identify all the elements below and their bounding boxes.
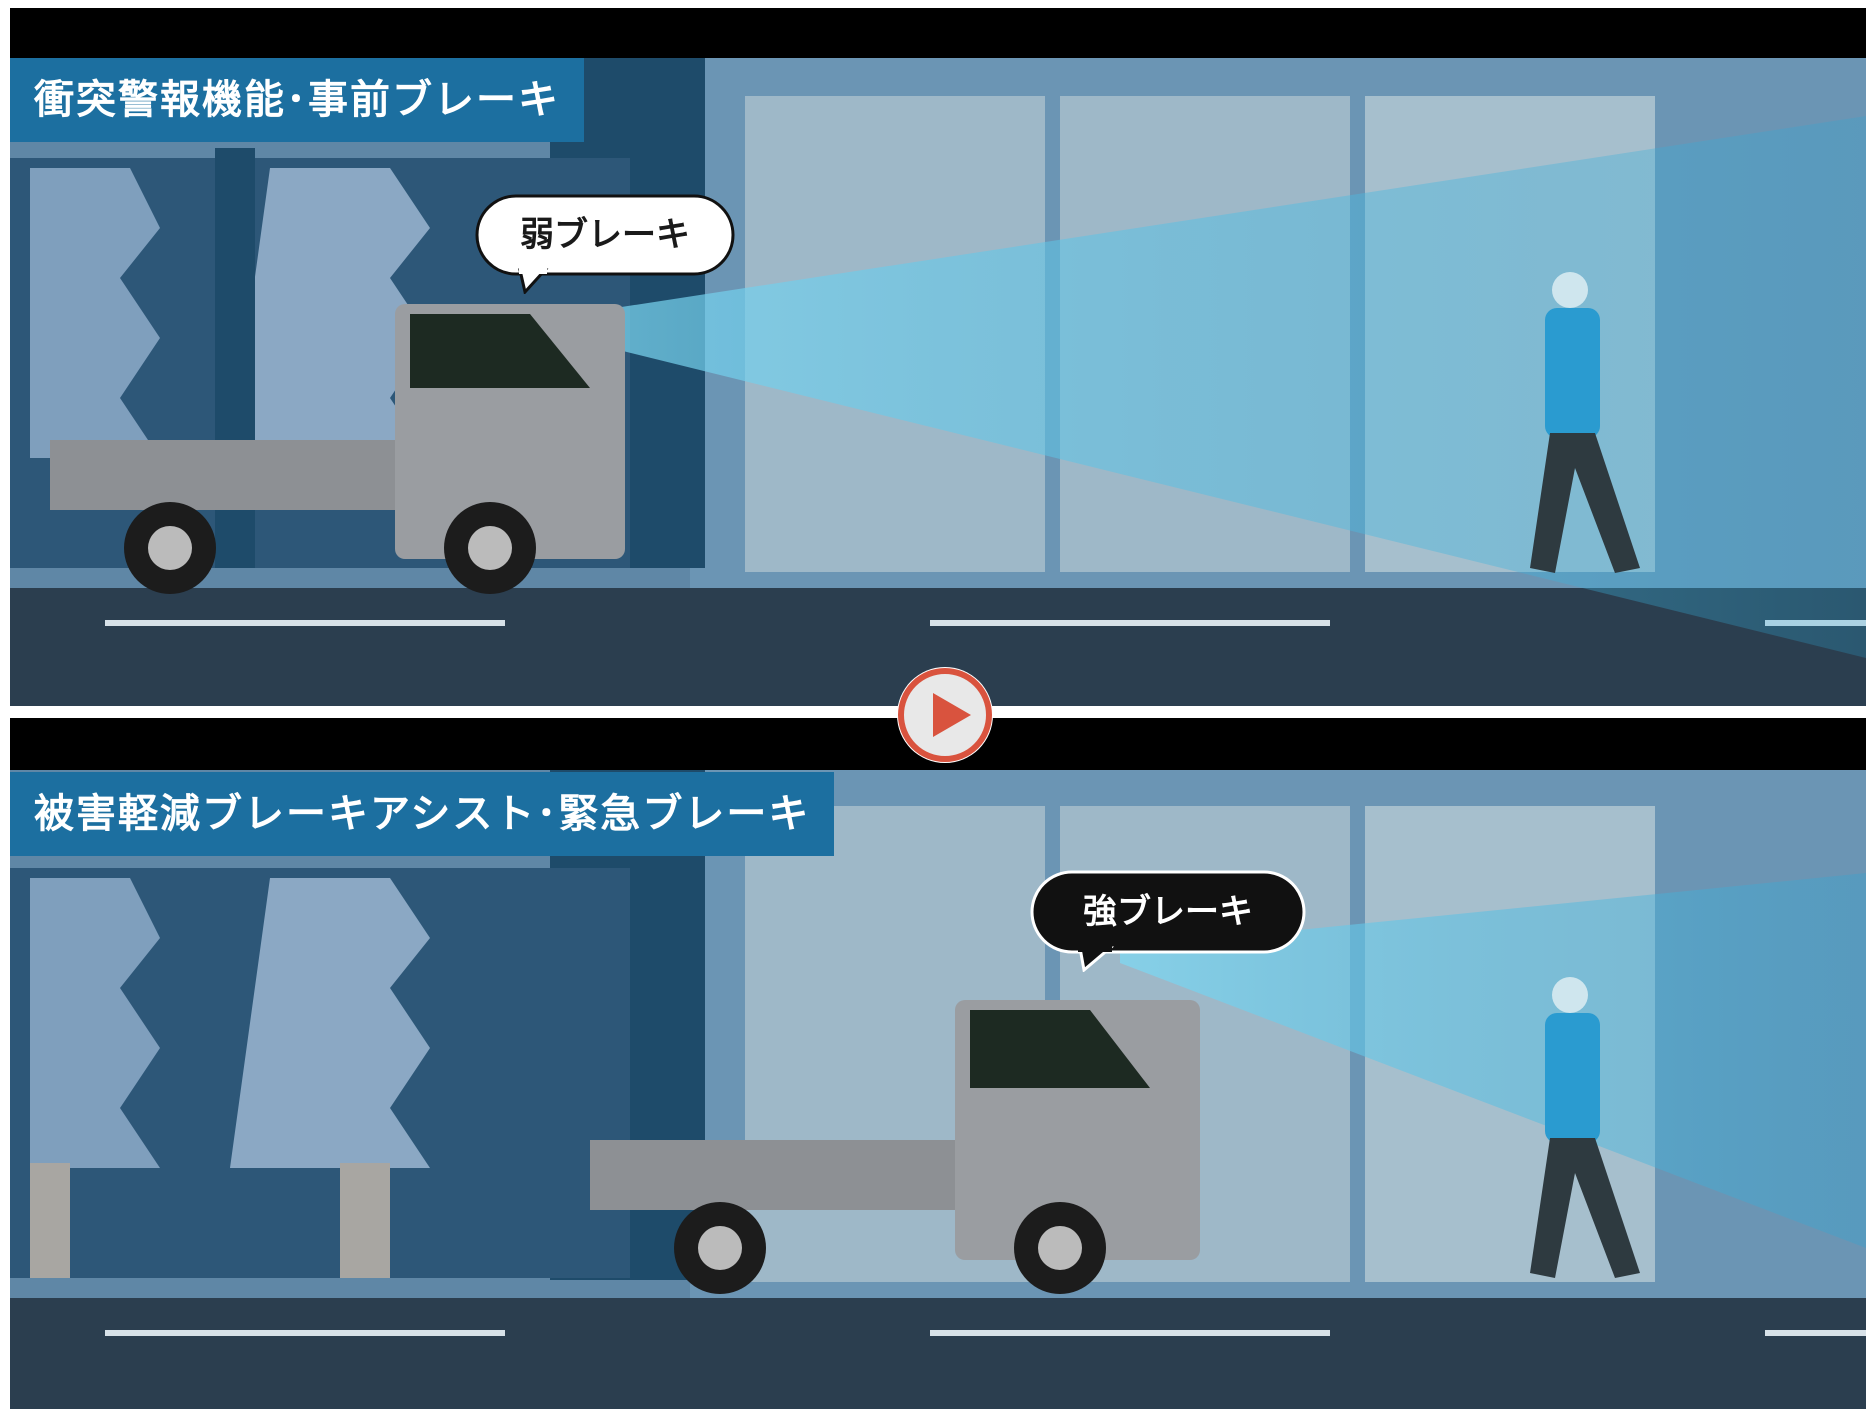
truck-illustration [590,1000,1200,1294]
bubble-label: 強ブレーキ [1083,892,1253,932]
scene-illustration [10,770,1866,1409]
pedestrian-illustration [1530,977,1640,1278]
scene-panel-emergency-brake: 被害軽減ブレーキアシスト･緊急ブレーキ 強ブレーキ [10,718,1866,1409]
pedestrian-illustration [1530,272,1640,573]
speech-bubble-shape [475,194,735,294]
panel-title: 被害軽減ブレーキアシスト･緊急ブレーキ [10,772,835,856]
play-icon [897,667,993,763]
scene-panel-pre-brake: 衝突警報機能･事前ブレーキ 弱ブレーキ [10,8,1866,706]
truck-illustration [50,304,625,594]
speech-bubble-strong-brake: 強ブレーキ [1030,870,1306,972]
speech-bubble-shape [1030,870,1306,972]
panel-title: 衝突警報機能･事前ブレーキ [10,58,584,142]
play-button[interactable] [893,663,997,767]
bubble-label: 弱ブレーキ [520,215,690,255]
speech-bubble-weak-brake: 弱ブレーキ [475,194,735,294]
